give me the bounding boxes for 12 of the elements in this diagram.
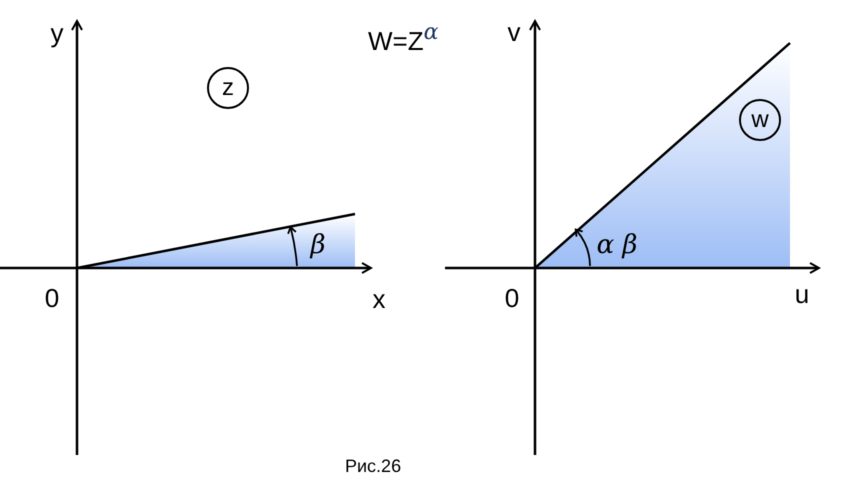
figure-caption: Рис.26 (345, 457, 402, 475)
axis-label: u (794, 281, 810, 307)
circled-letter: w (739, 99, 781, 141)
origin-label: 0 (504, 285, 520, 311)
circled-letter: z (207, 67, 249, 109)
angle-label: α β (596, 232, 638, 258)
axis-label: y (50, 20, 64, 46)
axis-label: x (372, 286, 386, 312)
formula-title: W=Z$^{α}$ (368, 28, 438, 54)
origin-label: 0 (44, 285, 60, 311)
angle-label: β (310, 232, 326, 258)
axis-label: v (508, 19, 520, 45)
